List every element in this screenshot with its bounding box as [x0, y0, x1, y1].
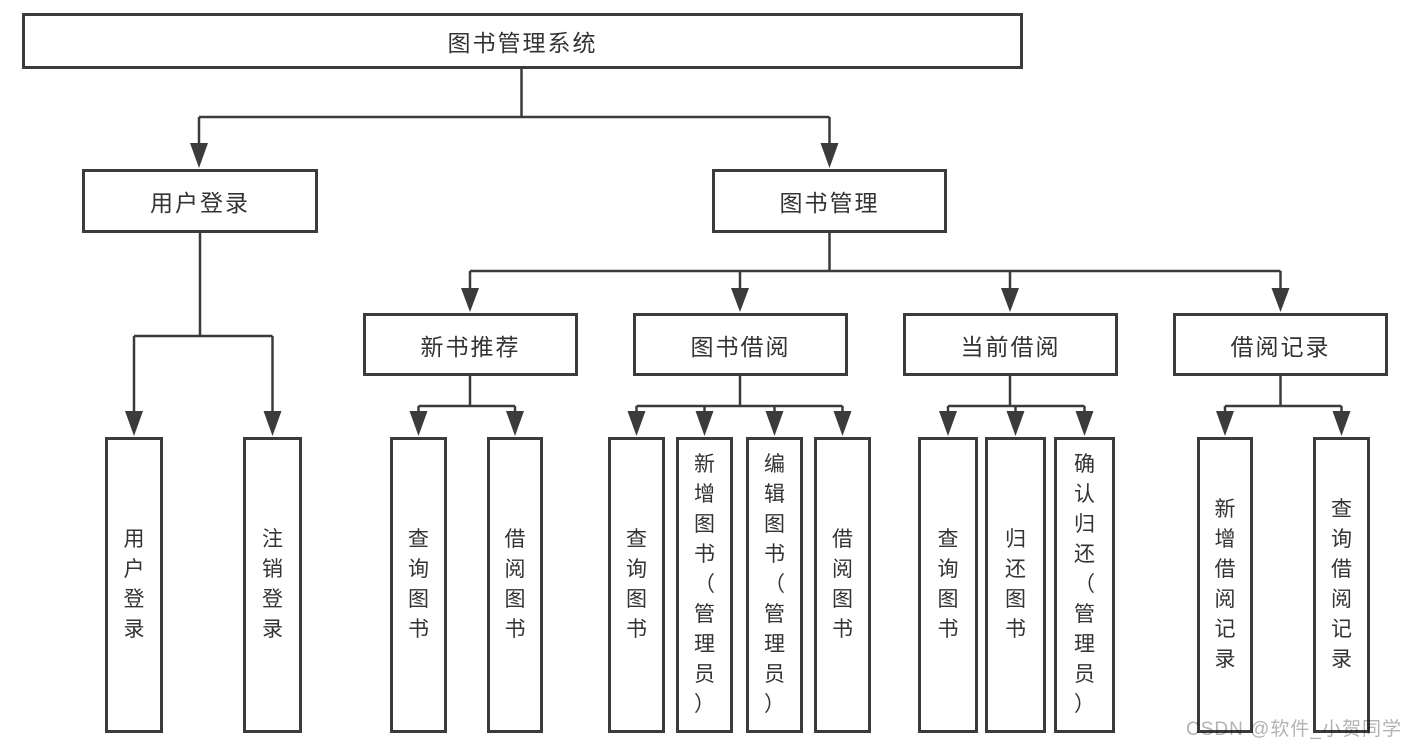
node-new-book-recommendation: 新书推荐: [363, 313, 578, 376]
node-leaf-return-books: 归 还 图 书: [985, 437, 1046, 733]
node-leaf-borrow-books: 借 阅 图 书: [814, 437, 871, 733]
watermark: CSDN @软件_小贺同学: [1186, 719, 1402, 740]
node-leaf-user-login: 用 户 登 录: [105, 437, 163, 733]
arrowhead-icons: [125, 143, 1351, 436]
node-book-borrowing: 图书借阅: [633, 313, 848, 376]
node-leaf-add-books-admin: 新 增 图 书 （ 管 理 员 ）: [676, 437, 733, 733]
node-library-management-system: 图书管理系统: [22, 13, 1023, 69]
node-user-login: 用户登录: [82, 169, 318, 233]
node-leaf-query-borrow-record: 查 询 借 阅 记 录: [1313, 437, 1370, 733]
node-leaf-query-books-recommend: 查 询 图 书: [390, 437, 447, 733]
node-current-borrowing: 当前借阅: [903, 313, 1118, 376]
node-borrowing-records: 借阅记录: [1173, 313, 1388, 376]
node-book-management: 图书管理: [712, 169, 947, 233]
node-leaf-add-borrow-record: 新 增 借 阅 记 录: [1197, 437, 1253, 733]
node-leaf-logout: 注 销 登 录: [243, 437, 302, 733]
node-leaf-query-books-current: 查 询 图 书: [918, 437, 978, 733]
node-leaf-query-books: 查 询 图 书: [608, 437, 665, 733]
node-leaf-confirm-return-admin: 确 认 归 还 （ 管 理 员 ）: [1054, 437, 1115, 733]
node-leaf-borrow-books-recommend: 借 阅 图 书: [487, 437, 543, 733]
node-leaf-edit-books-admin: 编 辑 图 书 （ 管 理 员 ）: [746, 437, 803, 733]
